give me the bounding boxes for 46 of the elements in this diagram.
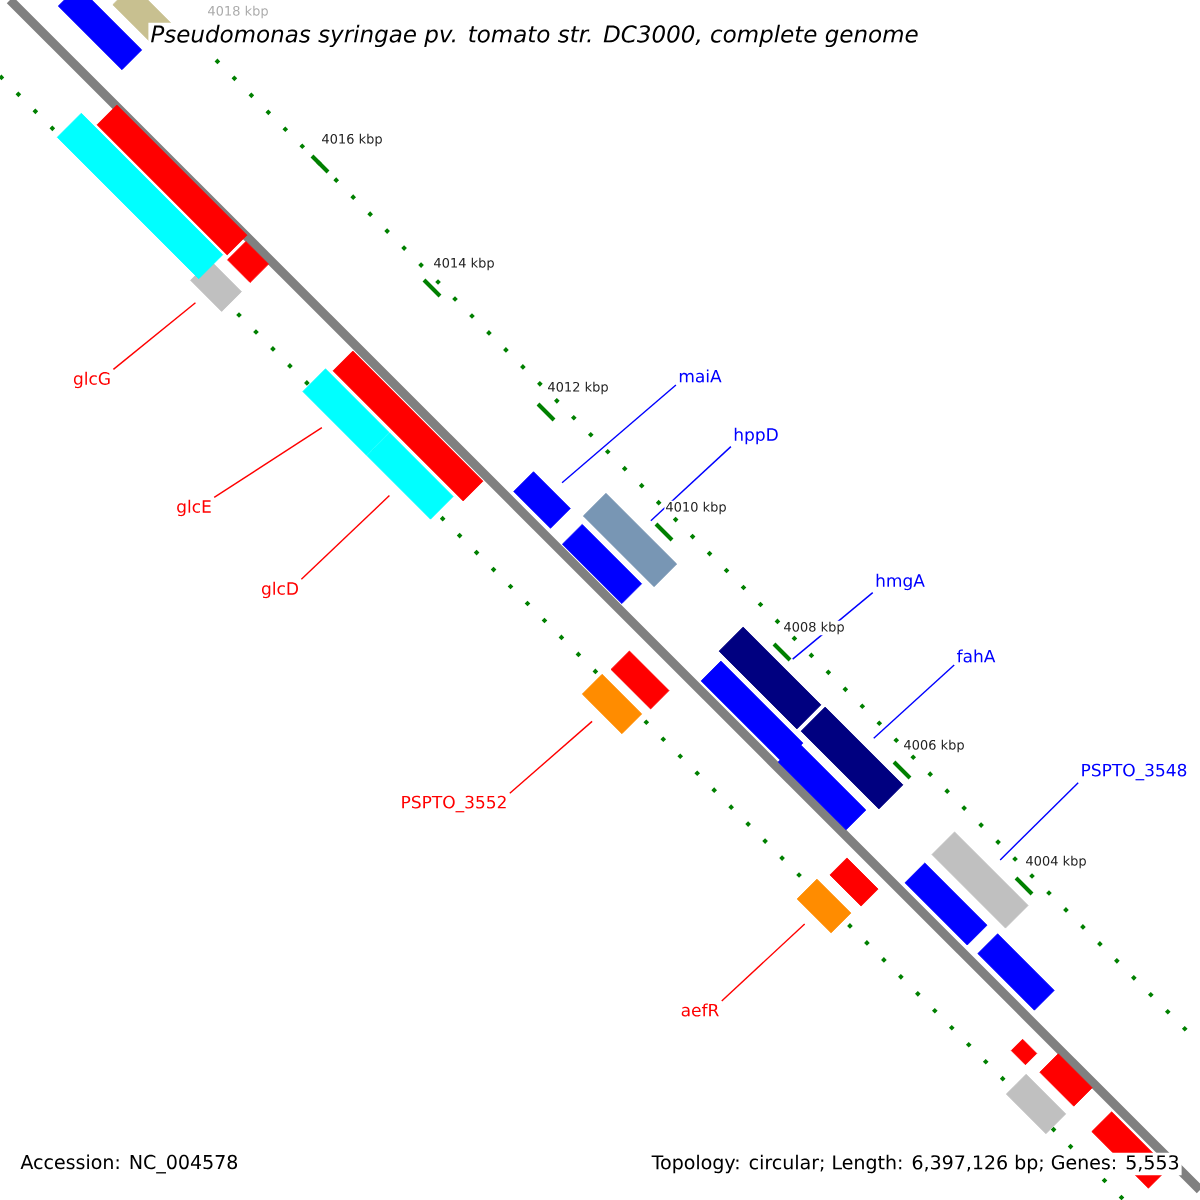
title: Pseudomonas syringae pv. tomato str. DC3000, complete genome [148,22,921,50]
leader-line [300,494,391,581]
gene-block [513,471,571,529]
gene-label: PSPTO_3552 [402,795,506,813]
leader-line [873,664,955,739]
gene-block [96,104,248,256]
gene-block [777,741,867,831]
leader-line [999,782,1079,861]
gene-block [1010,1038,1038,1066]
gene-block [227,241,269,283]
leader-line [112,302,197,371]
gene-label: glcE [177,499,211,517]
gene-block [904,862,988,946]
gene-block [718,626,822,730]
gene-block [366,432,454,520]
gene-label: glcG [73,371,110,389]
gene-block [1039,1053,1093,1107]
gene-block [977,933,1055,1011]
gene-block [56,112,224,280]
gene-block [332,350,484,502]
gene-label: hppD [734,427,778,445]
footer-text: Topology: circular; Length: 6,397,126 bp; Genes: 5,553 [649,1152,1182,1176]
leader-line [213,426,323,499]
gene-block [190,260,242,312]
gene-block [302,368,390,456]
leader-line [561,384,677,484]
footer-text: Accession: NC_004578 [18,1152,241,1176]
gene-label: maiA [679,369,722,383]
gene-label: aefR [681,1003,719,1017]
gene-block [700,660,804,764]
gene-block [57,0,143,71]
gene-block [1005,1073,1067,1135]
gene-block [581,673,643,735]
leader-line [509,720,593,794]
gene-block [800,706,904,810]
leader-line [650,445,732,522]
gene-block [610,650,670,710]
gene-label: glcD [261,581,298,599]
gene-label: fahA [957,649,996,663]
gene-block [931,831,1029,929]
gene-block [562,524,642,604]
gene-block [829,857,879,907]
gene-block [796,878,852,934]
gene-label: hmgA [876,573,925,591]
leader-line [721,923,806,1002]
gene-label: PSPTO_3548 [1082,763,1187,781]
